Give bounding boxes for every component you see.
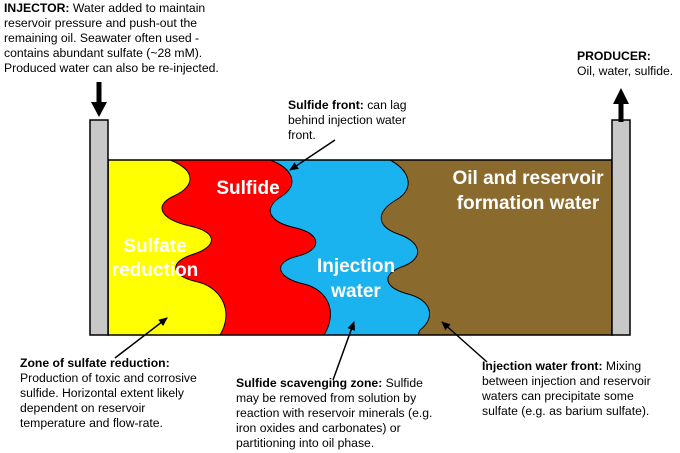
injector-line-3: remaining oil. Seawater often used - [4, 31, 200, 45]
sulfate-zone-line-3: sulfide. Horizontal extent likely [20, 386, 184, 400]
sulfide-front-note: Sulfide front: can lag behind injection … [288, 98, 407, 143]
sulfide-front-title: Sulfide front: [288, 98, 364, 112]
scavenging-note: Sulfide scavenging zone: Sulfide may be … [236, 376, 432, 451]
producer-well [611, 119, 631, 336]
injection-front-text-1: Mixing [602, 359, 642, 373]
sulfate-reduction-zone [108, 160, 226, 335]
scavenging-title: Sulfide scavenging zone: [236, 376, 383, 390]
scavenging-text-1: Sulfide [382, 376, 423, 390]
injection-front-line-4: sulfate (e.g. as barium sulfate). [482, 404, 650, 418]
sulfide-front-line-2: behind injection water [288, 113, 406, 127]
producer-note: PRODUCER: Oil, water, sulfide. [577, 49, 673, 79]
injector-line-4: contains abundant sulfate (~28 mM). [4, 46, 203, 60]
injection-zone-label-1: Injection [317, 256, 395, 277]
sulfate-zone-label-1: Sulfate [123, 236, 186, 257]
scavenging-line-4: iron oxides and carbonates) or [236, 421, 401, 435]
injector-arrow-icon [91, 82, 107, 117]
sulfide-zone-label: Sulfide [216, 178, 279, 199]
injection-front-line-2: between injection and reservoir [482, 374, 651, 388]
sulfate-zone-line-2: Production of toxic and corrosive [20, 371, 197, 385]
sulfate-zone-title: Zone of sulfate reduction: [20, 356, 170, 370]
injection-front-title: Injection water front: [482, 359, 603, 373]
injection-front-note: Injection water front: Mixing between in… [482, 359, 651, 419]
injection-zone-label-2: water [330, 281, 381, 302]
producer-title: PRODUCER: [577, 49, 651, 63]
injector-line-2: reservoir pressure and push-out the [4, 16, 198, 30]
producer-line-2: Oil, water, sulfide. [577, 64, 674, 78]
injector-text-1: Water added to maintain [69, 1, 206, 15]
injector-note: INJECTOR: Water added to maintain reserv… [4, 1, 219, 76]
scavenging-line-3: reaction with reservoir minerals (e.g. [236, 406, 433, 420]
sulfate-zone-line-5: temperature and flow-rate. [20, 416, 163, 430]
injection-front-line-3: waters can precipitate some [482, 389, 634, 403]
scavenging-zone-pointer [332, 321, 356, 381]
sulfide-front-line-3: front. [288, 128, 316, 142]
scavenging-line-5: partitioning into oil phase. [236, 436, 375, 450]
injector-well [89, 119, 109, 336]
injector-title: INJECTOR: [4, 1, 70, 15]
sulfide-front-pointer [289, 139, 336, 171]
sulfate-zone-line-4: dependent on reservoir [20, 401, 146, 415]
injection-front-pointer [441, 321, 488, 363]
oil-zone-label-2: formation water [457, 193, 600, 214]
producer-arrow-icon [613, 88, 629, 122]
injector-line-5: Produced water can also be re-injected. [4, 61, 219, 75]
sulfate-zone-label-2: reduction [112, 260, 199, 281]
sulfate-zone-pointer [114, 317, 168, 359]
sulfate-zone-note: Zone of sulfate reduction: Production of… [20, 356, 197, 431]
sulfide-front-text-1: can lag [363, 98, 407, 112]
scavenging-line-2: may be removed from solution by [236, 391, 417, 405]
oil-zone-label-1: Oil and reservoir [452, 168, 604, 189]
